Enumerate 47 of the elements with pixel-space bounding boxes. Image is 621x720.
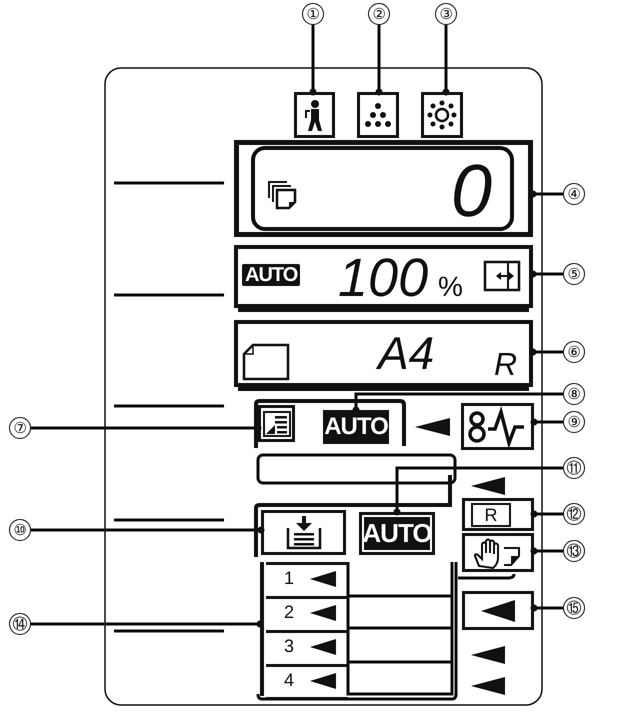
tray-number: 2 <box>284 603 294 621</box>
leader-line <box>442 25 450 96</box>
indicator-box <box>261 510 346 555</box>
callout-number: ④ <box>563 183 585 205</box>
callout-number: ⑫ <box>563 503 585 525</box>
callout-number: ⑥ <box>563 341 585 363</box>
auto-label: AUTO <box>242 264 300 286</box>
callout-number: ⑭ <box>9 613 31 635</box>
callout-number: ⑧ <box>563 383 585 405</box>
paper-size-value: A4 <box>378 330 434 376</box>
leader-line <box>530 548 563 554</box>
rotate-indicator-box <box>462 498 534 531</box>
indicator-box <box>258 405 295 442</box>
counter-display <box>234 140 533 237</box>
tray-number: 1 <box>284 569 294 587</box>
leader-line <box>530 604 563 612</box>
callout-number: ⑪ <box>563 457 585 479</box>
auto-indicator: AUTO <box>323 410 389 444</box>
counter-digit: 0 <box>450 154 492 228</box>
indicator-box <box>421 92 463 138</box>
indicator-box <box>294 92 335 138</box>
leader-line <box>31 424 262 432</box>
percent-sign: % <box>438 273 463 301</box>
indicator-box <box>462 591 534 630</box>
callout-number: ⑤ <box>563 263 585 285</box>
magnification-value: 100 <box>338 251 428 305</box>
rotation-mark: R <box>494 348 518 380</box>
rotate-letter: R <box>471 503 511 527</box>
callout-number: ⑮ <box>563 597 585 619</box>
tray-number: 4 <box>284 671 294 689</box>
callout-number: ⑩ <box>9 519 31 541</box>
callout-number: ③ <box>435 3 457 25</box>
leader-line <box>376 25 382 96</box>
callout-number: ② <box>368 3 390 25</box>
callout-number: ⑨ <box>563 411 585 433</box>
indicator-box <box>357 92 399 138</box>
callout-number: ⑬ <box>563 540 585 562</box>
indicator-box <box>462 533 534 572</box>
tray-number: 3 <box>284 637 294 655</box>
leader-line <box>394 466 563 516</box>
callout-number: ① <box>302 3 324 25</box>
leader-line <box>31 526 264 534</box>
callout-number: ⑦ <box>9 417 31 439</box>
auto-indicator: AUTO <box>359 512 435 555</box>
leader-line <box>530 510 563 518</box>
leader-line <box>530 418 563 426</box>
leader-line <box>310 25 316 96</box>
